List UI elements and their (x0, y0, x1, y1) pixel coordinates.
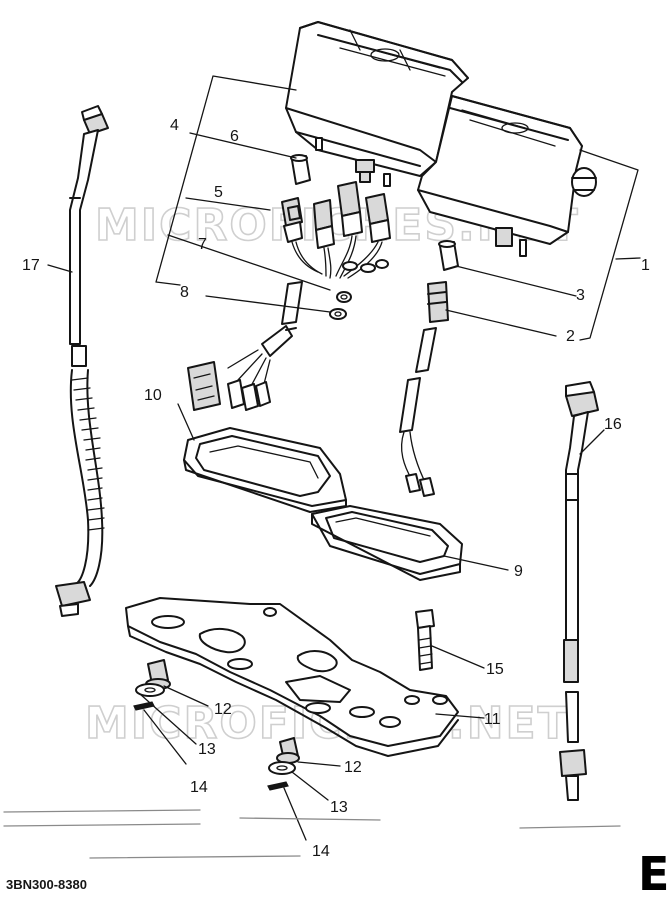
washer-8 (329, 308, 347, 320)
speedometer-housing (285, 21, 469, 187)
socket-5 (287, 205, 301, 221)
meter-case-9 (311, 505, 463, 581)
bulb-sockets (281, 181, 391, 279)
meter-lead (399, 281, 449, 497)
bulb-speedometer (290, 154, 311, 185)
callout-15: 15 (486, 661, 504, 678)
callout-8: 8 (180, 284, 189, 301)
instrument-harness (187, 281, 303, 411)
callout-14-left: 14 (190, 779, 208, 796)
callout-3: 3 (576, 287, 585, 304)
bolt-15 (415, 609, 435, 671)
callout-9: 9 (514, 563, 523, 580)
washer-8-hole (334, 311, 342, 317)
section-letter: E (638, 847, 668, 900)
socket-4 (365, 193, 391, 243)
callout-6: 6 (230, 128, 239, 145)
callout-1: 1 (641, 257, 650, 274)
callout-10: 10 (144, 387, 162, 404)
drawing-code: 3BN300-8380 (6, 877, 87, 892)
tachometer-housing (417, 95, 597, 257)
washer-7-hole (340, 294, 348, 300)
callout-12-left: 12 (214, 701, 232, 718)
callout-13-left: 13 (198, 741, 216, 758)
washer-7 (336, 291, 352, 303)
fastener-set-right (267, 737, 300, 791)
meter-bracket (125, 597, 459, 757)
callout-11: 11 (484, 711, 501, 728)
callout-17: 17 (22, 257, 40, 274)
bulb-tachometer (438, 240, 459, 271)
callout-14-right: 14 (312, 843, 330, 860)
leader-lines (47, 75, 641, 841)
callout-7: 7 (198, 236, 207, 253)
faded-stamp-strip (3, 809, 621, 859)
tachometer-cable (559, 381, 599, 801)
meter-case-10 (183, 427, 347, 513)
callout-2: 2 (566, 328, 575, 345)
callout-5: 5 (214, 184, 223, 201)
callout-12-right: 12 (344, 759, 362, 776)
socket-3 (337, 181, 363, 237)
speedometer-cable (55, 105, 109, 617)
callout-4: 4 (170, 117, 179, 134)
socket-2 (313, 199, 335, 249)
callout-13-right: 13 (330, 799, 348, 816)
callout-16: 16 (604, 416, 622, 433)
